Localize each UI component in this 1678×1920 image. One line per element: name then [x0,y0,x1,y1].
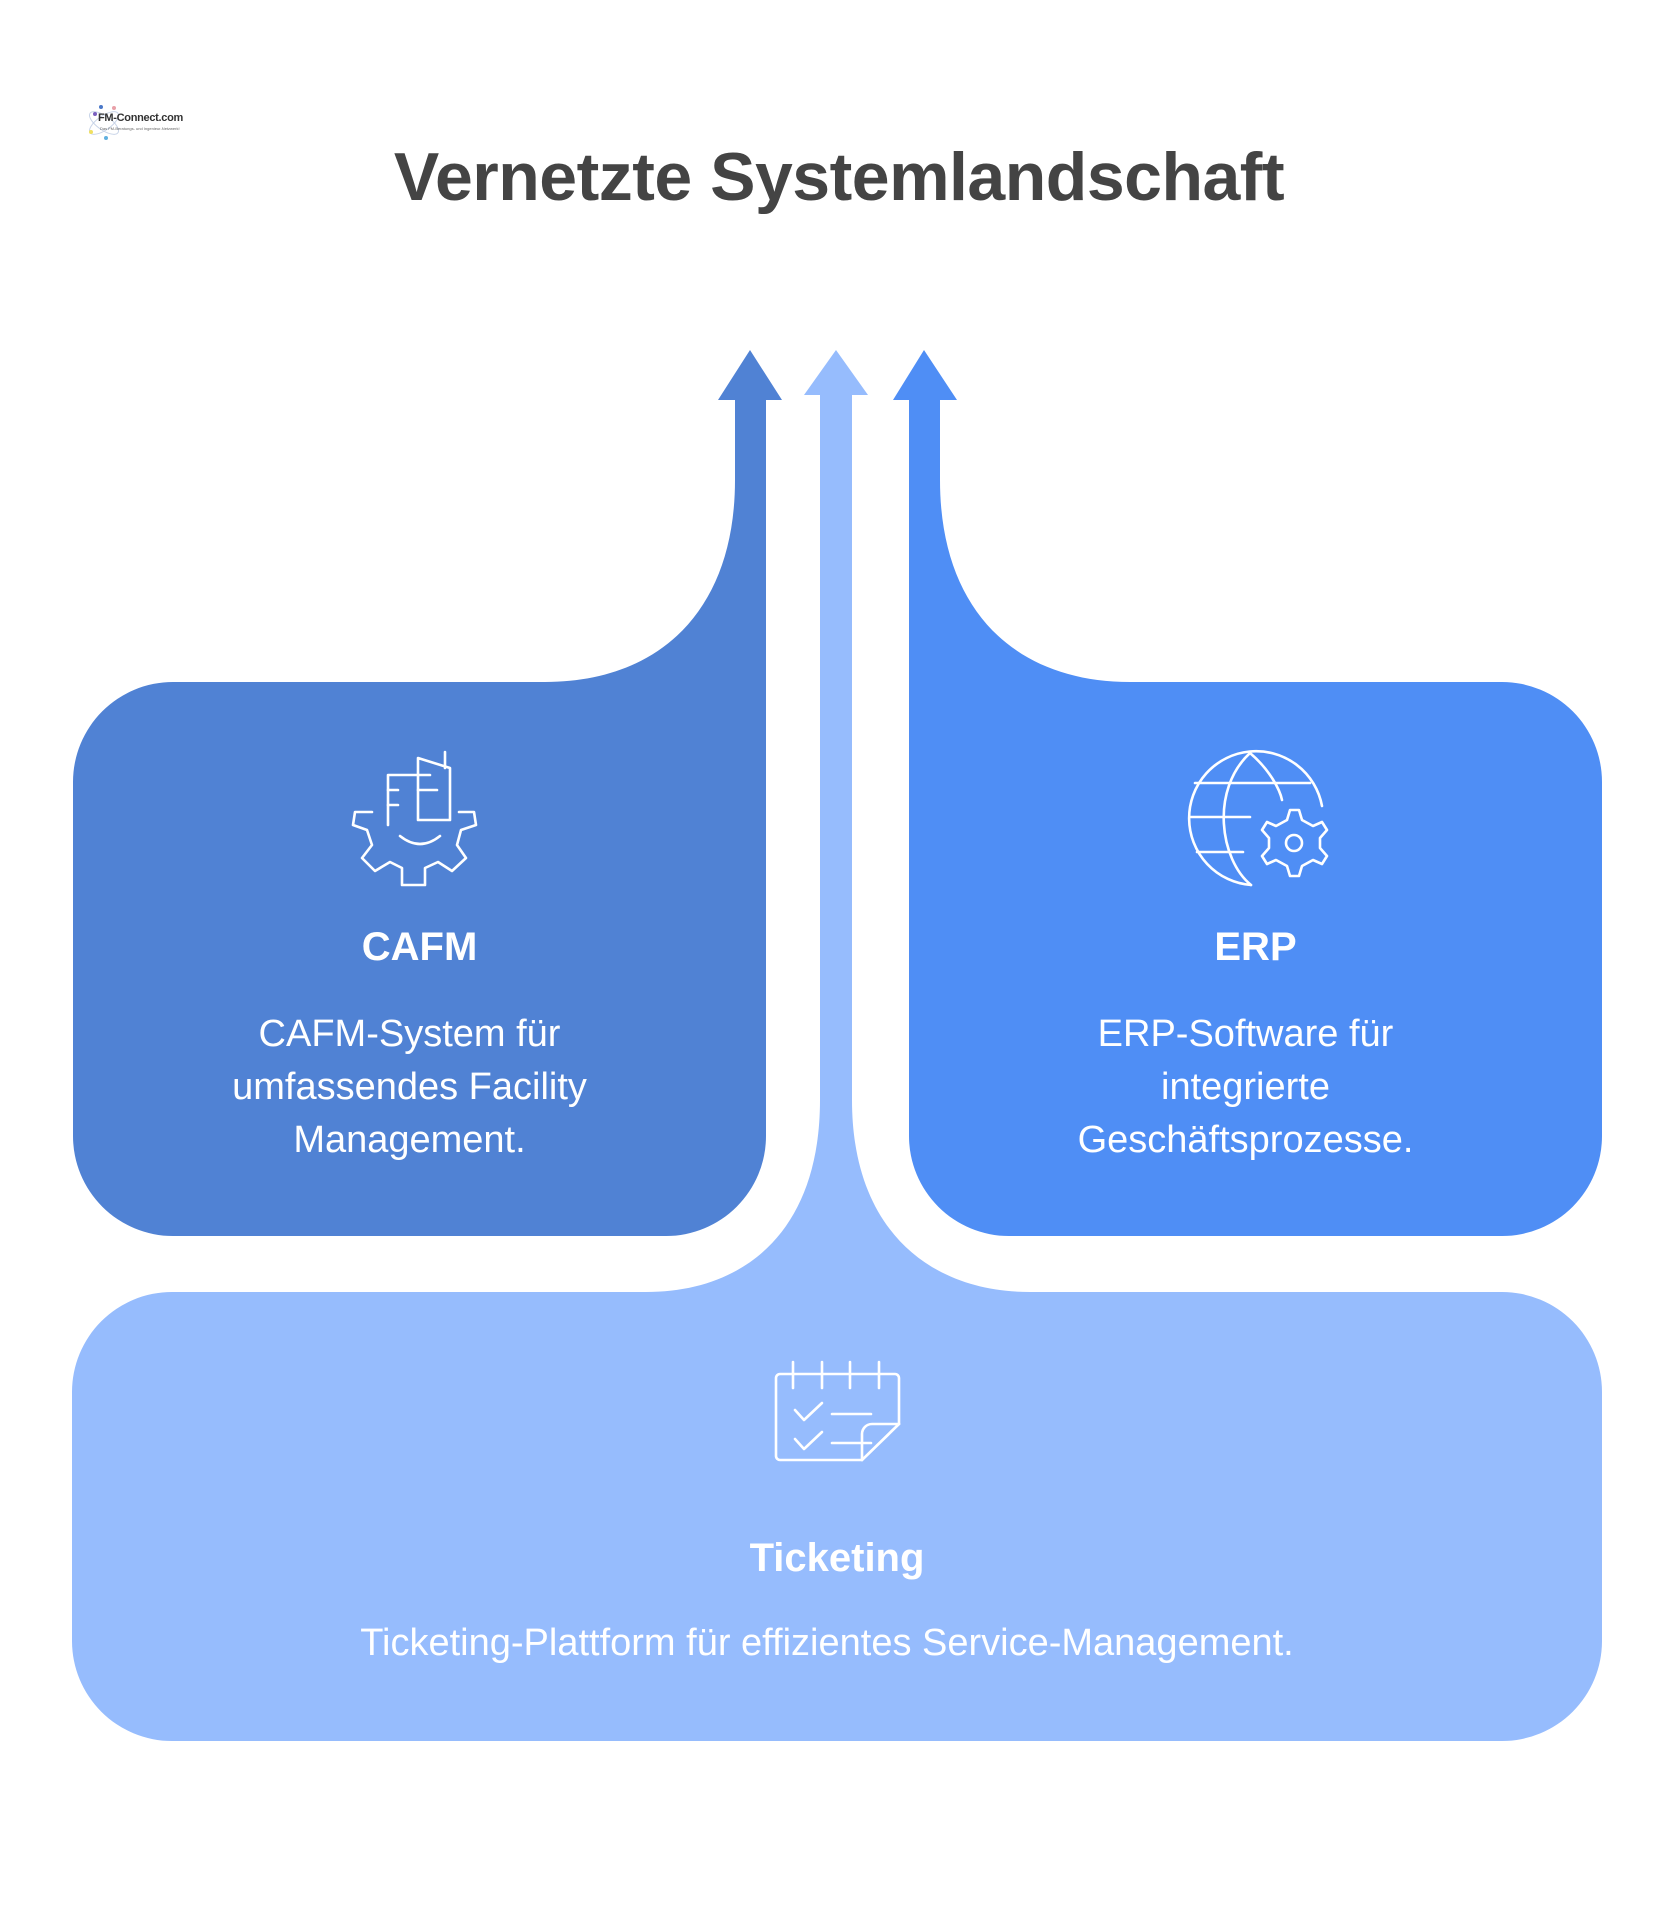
erp-description-line: ERP-Software für [1097,1013,1394,1055]
page-title: Vernetzte Systemlandschaft [393,139,1285,215]
globe-gear-icon [1187,749,1329,887]
cafm-description-line: CAFM-System für [258,1013,561,1055]
erp-description-line: integrierte [1161,1066,1330,1108]
erp-title: ERP [1214,925,1297,969]
atom-logo-icon [89,105,119,140]
ticketing-title: Ticketing [749,1536,925,1580]
checklist-notepad-icon [774,1360,901,1462]
cafm-description-line: umfassendes Facility [232,1066,587,1108]
logo-tagline: Das FM-Beratungs- und Ingenieur-Netzwerk… [100,126,180,131]
erp-card: ERP ERP-Software für integrierte Geschäf… [909,925,1602,1167]
ticketing-description-line: Ticketing-Plattform für effizientes Serv… [360,1622,1294,1664]
building-gear-icon [351,750,478,887]
erp-description: ERP-Software für integrierte Geschäftspr… [889,1008,1602,1167]
ticketing-card: Ticketing Ticketing-Plattform für effizi… [72,1536,1602,1670]
ticketing-description: Ticketing-Plattform für effizientes Serv… [52,1617,1602,1670]
cafm-shape [73,350,782,1236]
ticketing-shape [72,350,1602,1741]
fm-connect-logo: FM-Connect.com Das FM-Beratungs- und Ing… [84,102,183,144]
logo-name: FM-Connect.com [98,112,184,124]
cafm-title: CAFM [361,925,478,969]
erp-shape [893,350,1602,1236]
cafm-description-line: Management. [293,1119,526,1161]
erp-description-line: Geschäftsprozesse. [1077,1119,1414,1161]
cafm-card: CAFM CAFM-System für umfassendes Facilit… [73,925,766,1167]
cafm-description: CAFM-System für umfassendes Facility Man… [53,1008,766,1167]
